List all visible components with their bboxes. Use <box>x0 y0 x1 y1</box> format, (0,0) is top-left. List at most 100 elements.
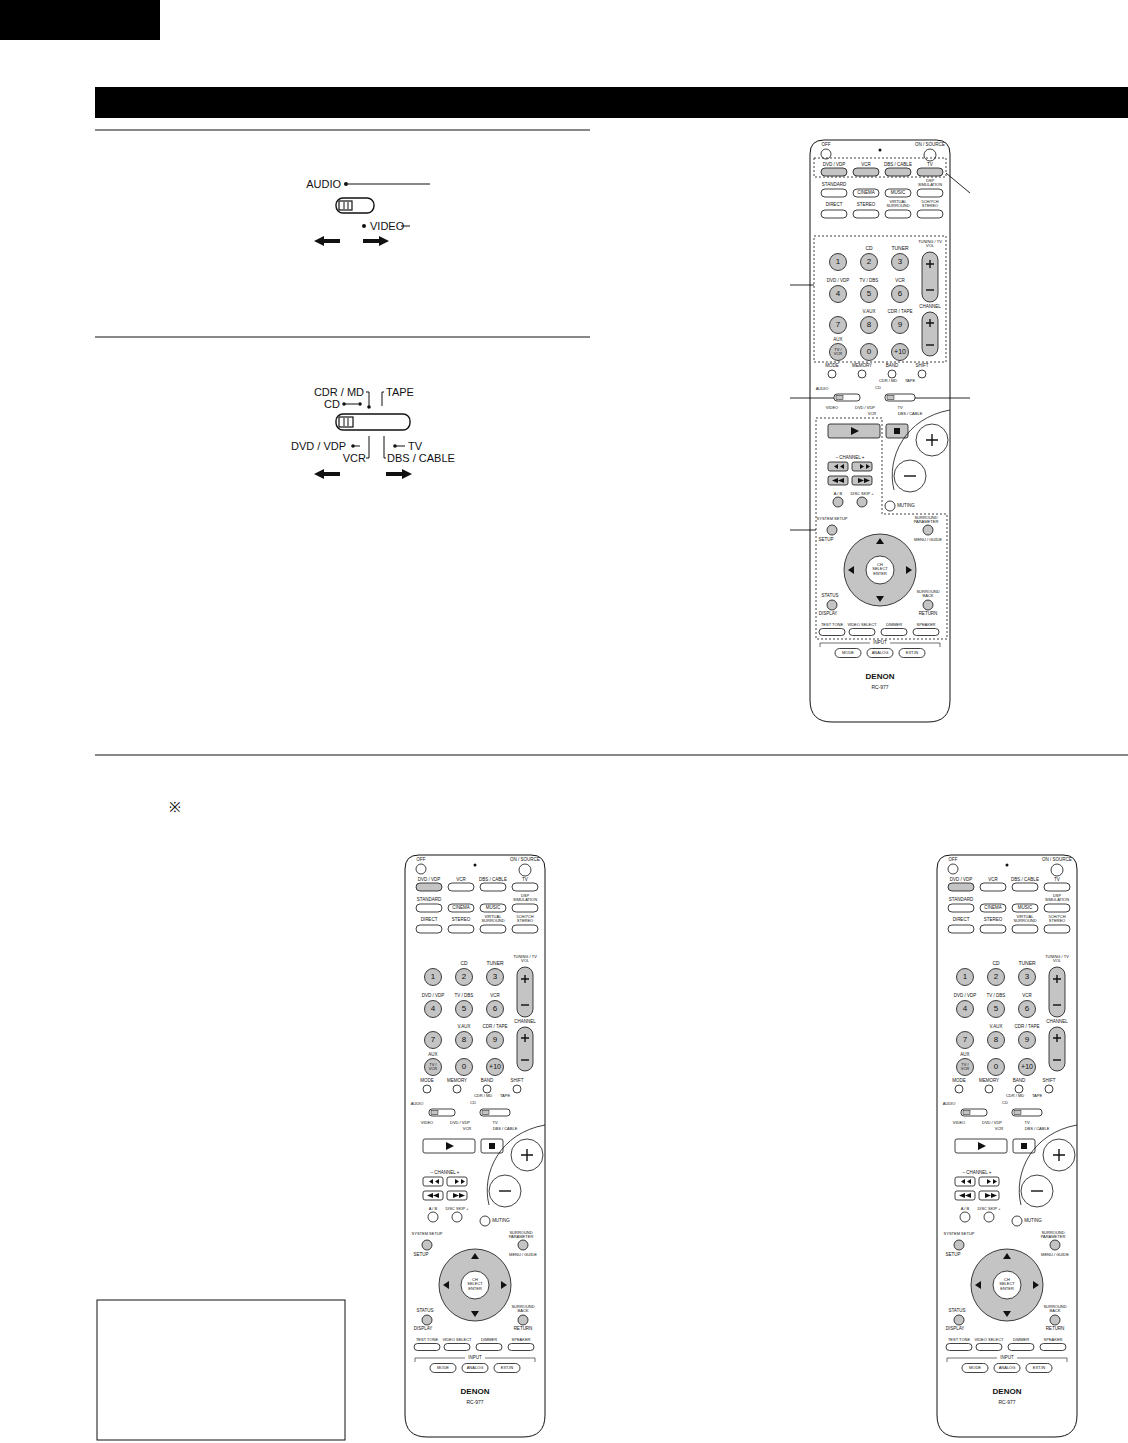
button-label: +10 <box>1021 1063 1033 1071</box>
button <box>976 1344 1002 1351</box>
button <box>853 210 879 218</box>
button-label: TAPE <box>905 379 915 383</box>
button-label: DVD / VDP <box>827 279 850 284</box>
switch-position-label: DBS / CABLE <box>387 452 455 464</box>
button <box>1015 1085 1023 1093</box>
button-label: MODE <box>420 1079 434 1084</box>
button <box>480 883 506 891</box>
button <box>948 925 974 933</box>
button-label: 5CH/7CH STEREO <box>917 200 943 209</box>
button-label: TAPE <box>500 1094 510 1098</box>
button-label: DVD / VDP <box>855 406 875 410</box>
button-label: TV / DBS <box>987 994 1006 999</box>
plus-symbol <box>521 975 529 983</box>
button <box>861 317 878 334</box>
button-label: SHIFT <box>1043 1079 1056 1084</box>
leader-line <box>348 184 430 185</box>
button <box>948 904 974 912</box>
button <box>512 925 538 933</box>
button <box>1050 1315 1060 1325</box>
search-symbols <box>959 1193 997 1198</box>
arrow-left <box>314 236 340 246</box>
minus-symbol <box>926 344 934 345</box>
button-label: TV <box>1024 1121 1029 1125</box>
leader-line <box>790 398 834 399</box>
enter-button <box>461 1271 489 1299</box>
button <box>948 864 958 874</box>
button-label: 5CH/7CH STEREO <box>1044 915 1070 924</box>
button-label: OFF <box>417 858 426 863</box>
button <box>518 1315 528 1325</box>
button-label: CDR / TAPE <box>483 1025 508 1030</box>
button <box>830 317 847 334</box>
switch-knob <box>482 1111 489 1115</box>
button-label: A / B <box>429 1207 437 1211</box>
button <box>448 883 474 891</box>
button-label: CHANNEL <box>919 305 941 310</box>
button-label: VIDEO <box>421 1121 433 1125</box>
button <box>835 649 861 658</box>
button-label: TUNING / TV VOL <box>512 955 538 964</box>
button-label: DVD / VDP <box>954 994 977 999</box>
button <box>425 1032 442 1049</box>
button <box>1040 1344 1066 1351</box>
stop-button <box>886 424 908 438</box>
button-label: 7 <box>431 1036 435 1045</box>
arrow-left <box>314 469 340 479</box>
button-label: CH SELECT ENTER <box>996 1278 1018 1291</box>
button <box>422 1240 432 1250</box>
button-label: DBS / CABLE <box>1025 1127 1050 1131</box>
button-label: EXT.IN <box>1033 1366 1045 1370</box>
button <box>518 1240 528 1250</box>
position-dot <box>344 182 348 186</box>
button-label: TV / VCR <box>427 1063 439 1072</box>
button-label: CD <box>875 386 881 390</box>
switch-position-label: TV <box>408 440 422 452</box>
button-label: +10 <box>489 1063 501 1071</box>
button-label: MUTING <box>1024 1219 1042 1224</box>
switch-knob <box>887 396 894 400</box>
button <box>448 904 474 912</box>
button-label: ON / SOURCE <box>915 143 945 148</box>
plus-symbol <box>926 260 934 268</box>
button-label: RETURN <box>1046 1327 1065 1332</box>
button <box>1008 1344 1034 1351</box>
button-label: DISPLAY <box>946 1327 965 1332</box>
button <box>980 883 1006 891</box>
button-label: 2 <box>867 258 871 267</box>
slide-switch <box>834 394 860 401</box>
button-label: INPUT <box>873 641 887 646</box>
button <box>892 344 909 361</box>
position-dot <box>351 444 355 448</box>
button-label: 1 <box>836 258 840 267</box>
switch-position-label: DVD / VDP <box>291 440 346 452</box>
position-dot <box>393 444 397 448</box>
button <box>885 501 895 511</box>
dashed-group <box>816 418 947 639</box>
button-label: 8 <box>867 321 871 330</box>
button-label: DIMMER <box>1013 1338 1029 1342</box>
button-label: 4 <box>963 1005 967 1014</box>
button <box>428 1212 438 1222</box>
dashed-group <box>814 158 946 177</box>
switch-knob <box>1014 1111 1021 1115</box>
button-label: MUTING <box>492 1219 510 1224</box>
button-label: CHANNEL <box>1046 1020 1068 1025</box>
button <box>913 629 939 636</box>
button-label: CDR / TAPE <box>888 310 913 315</box>
play-button <box>955 1139 1007 1153</box>
button <box>456 1001 473 1018</box>
stop-button <box>1013 1139 1035 1153</box>
slide-switch <box>429 1109 455 1116</box>
slide-switch <box>1012 1109 1042 1116</box>
button-label: 5 <box>994 1005 998 1014</box>
button-label: TEST TONE <box>821 623 843 627</box>
button-label: BAND <box>886 364 899 369</box>
position-dot <box>342 402 346 406</box>
button <box>483 1085 491 1093</box>
button-label: AUX <box>428 1053 437 1058</box>
minus-symbol <box>904 475 916 476</box>
button <box>511 1139 543 1171</box>
button-label: TV / DBS <box>455 994 474 999</box>
switch-knob <box>836 396 843 400</box>
